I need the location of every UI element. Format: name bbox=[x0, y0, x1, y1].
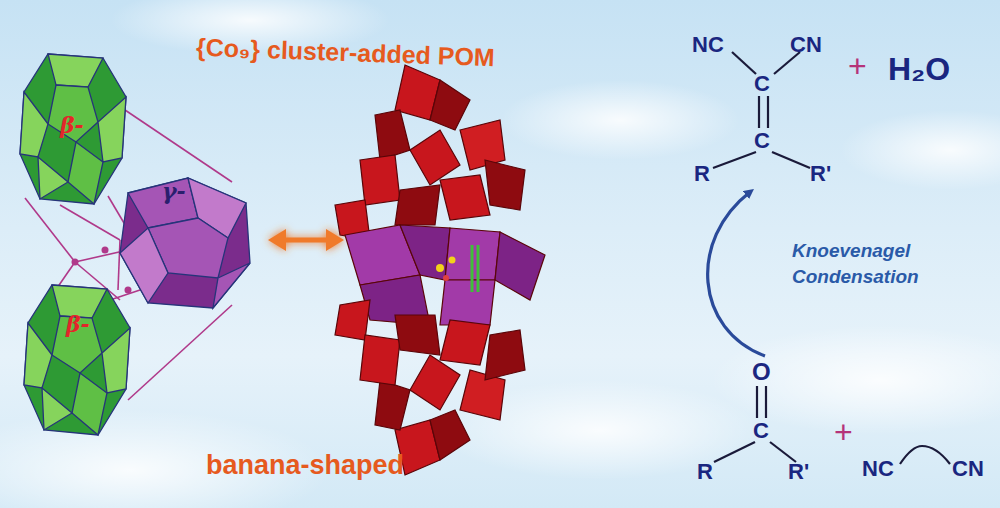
chemical-bonds-part bbox=[713, 152, 756, 168]
wireframe-lines-part bbox=[25, 198, 75, 262]
polyhedron-face bbox=[20, 92, 48, 157]
chemical-bonds-part bbox=[765, 386, 767, 418]
pom-polyhedra bbox=[335, 65, 545, 475]
pom-polyhedra-part bbox=[410, 355, 460, 410]
double-arrow-part bbox=[268, 229, 286, 251]
pom-polyhedra-part bbox=[460, 370, 505, 420]
cobalt-core bbox=[436, 245, 478, 292]
chemical-bonds-part bbox=[772, 152, 810, 168]
atom-label: O bbox=[752, 360, 771, 384]
chemical-bonds-part bbox=[758, 96, 760, 128]
polyhedron-shape bbox=[22, 283, 132, 438]
polyhedron-face bbox=[68, 142, 103, 204]
polyhedron-label: β- bbox=[60, 114, 84, 136]
atom-label: R' bbox=[810, 163, 831, 185]
polyhedron-label: β- bbox=[66, 313, 90, 335]
chemical-bonds-part bbox=[714, 442, 755, 462]
polyhedron-face bbox=[120, 178, 250, 308]
polyhedron-face bbox=[38, 157, 68, 199]
chemical-bonds-part bbox=[900, 446, 950, 464]
wireframe-lines-part bbox=[60, 205, 120, 240]
pom-polyhedra-part bbox=[440, 320, 490, 365]
polyhedron-face bbox=[102, 328, 130, 393]
plus-sign: + bbox=[848, 50, 867, 82]
polyhedron-label: γ- bbox=[162, 180, 186, 202]
polyhedron-face bbox=[48, 85, 98, 142]
pom-polyhedra-part bbox=[400, 225, 450, 280]
atom-label: C bbox=[754, 130, 770, 152]
wireframe-atoms-part bbox=[125, 287, 132, 294]
pom-polyhedra-part bbox=[335, 300, 370, 340]
clouds-part bbox=[840, 110, 1000, 190]
reaction-arrow bbox=[708, 192, 765, 356]
double-arrow bbox=[268, 229, 344, 251]
polyhedron-face bbox=[98, 97, 126, 162]
chemical-bonds-part bbox=[770, 442, 796, 462]
atom-label: NC bbox=[692, 34, 724, 56]
pom-polyhedra-part bbox=[460, 120, 505, 170]
atom-label: NC bbox=[862, 458, 894, 480]
atom-label: C bbox=[753, 420, 769, 442]
pom-polyhedra-part bbox=[495, 232, 545, 300]
chemical-bonds-part bbox=[732, 52, 756, 74]
pom-polyhedra-part bbox=[440, 280, 495, 325]
polyhedron-face bbox=[20, 54, 126, 204]
atom-label: CN bbox=[952, 458, 984, 480]
cobalt-core-part bbox=[471, 245, 474, 292]
wireframe-atoms-part bbox=[72, 259, 79, 266]
polyhedron-node: β- bbox=[18, 52, 128, 207]
polyhedron-face bbox=[213, 263, 250, 308]
clouds-part bbox=[710, 325, 1000, 435]
plus-sign: + bbox=[834, 416, 853, 448]
pom-polyhedra-part bbox=[410, 130, 460, 185]
cobalt-core-part bbox=[477, 245, 480, 292]
polyhedron-node: β- bbox=[22, 283, 132, 438]
cobalt-core-part bbox=[443, 275, 449, 281]
pom-polyhedra-part bbox=[440, 175, 490, 220]
pom-polyhedra-part bbox=[360, 335, 400, 385]
pom-polyhedra-part bbox=[395, 315, 440, 355]
clouds-part bbox=[500, 80, 740, 160]
product-formula: H₂O bbox=[888, 53, 950, 85]
wireframe-lines-part bbox=[118, 240, 120, 290]
polyhedron-face bbox=[24, 323, 52, 388]
atom-label: R bbox=[694, 163, 710, 185]
polyhedron-face bbox=[24, 285, 130, 435]
pom-polyhedra-part bbox=[375, 380, 410, 430]
wireframe-lines-part bbox=[125, 110, 232, 182]
cobalt-core-part bbox=[449, 257, 456, 264]
atom-label: R' bbox=[788, 461, 809, 483]
chemical-bonds-part bbox=[756, 386, 758, 418]
atom-label: CN bbox=[790, 34, 822, 56]
structure-title: {Co₉} cluster-added POM bbox=[196, 35, 496, 70]
polyhedron-node: γ- bbox=[118, 178, 253, 313]
pom-polyhedra-part bbox=[485, 160, 525, 210]
chemical-bonds-part bbox=[767, 96, 769, 128]
pom-polyhedra-part bbox=[375, 110, 410, 160]
polyhedron-face bbox=[72, 373, 107, 435]
reaction-name: Knoevenagel Condensation bbox=[792, 238, 932, 289]
pom-polyhedra-part bbox=[395, 185, 440, 225]
pom-polyhedra-part bbox=[360, 155, 400, 205]
chemical-bonds bbox=[713, 52, 950, 464]
pom-polyhedra-part bbox=[430, 80, 470, 130]
shape-caption: banana-shaped bbox=[206, 452, 404, 479]
polyhedron-face bbox=[48, 54, 103, 87]
atom-label: R bbox=[697, 461, 713, 483]
pom-polyhedra-part bbox=[485, 330, 525, 380]
wireframe-atoms-part bbox=[102, 247, 109, 254]
polyhedron-face bbox=[120, 228, 168, 303]
wireframe-lines-part bbox=[128, 305, 232, 400]
pom-polyhedra-part bbox=[430, 410, 470, 460]
polyhedron-face bbox=[42, 388, 72, 430]
cobalt-core-part bbox=[436, 264, 444, 272]
atom-label: C bbox=[754, 73, 770, 95]
double-arrow-part bbox=[282, 238, 330, 243]
